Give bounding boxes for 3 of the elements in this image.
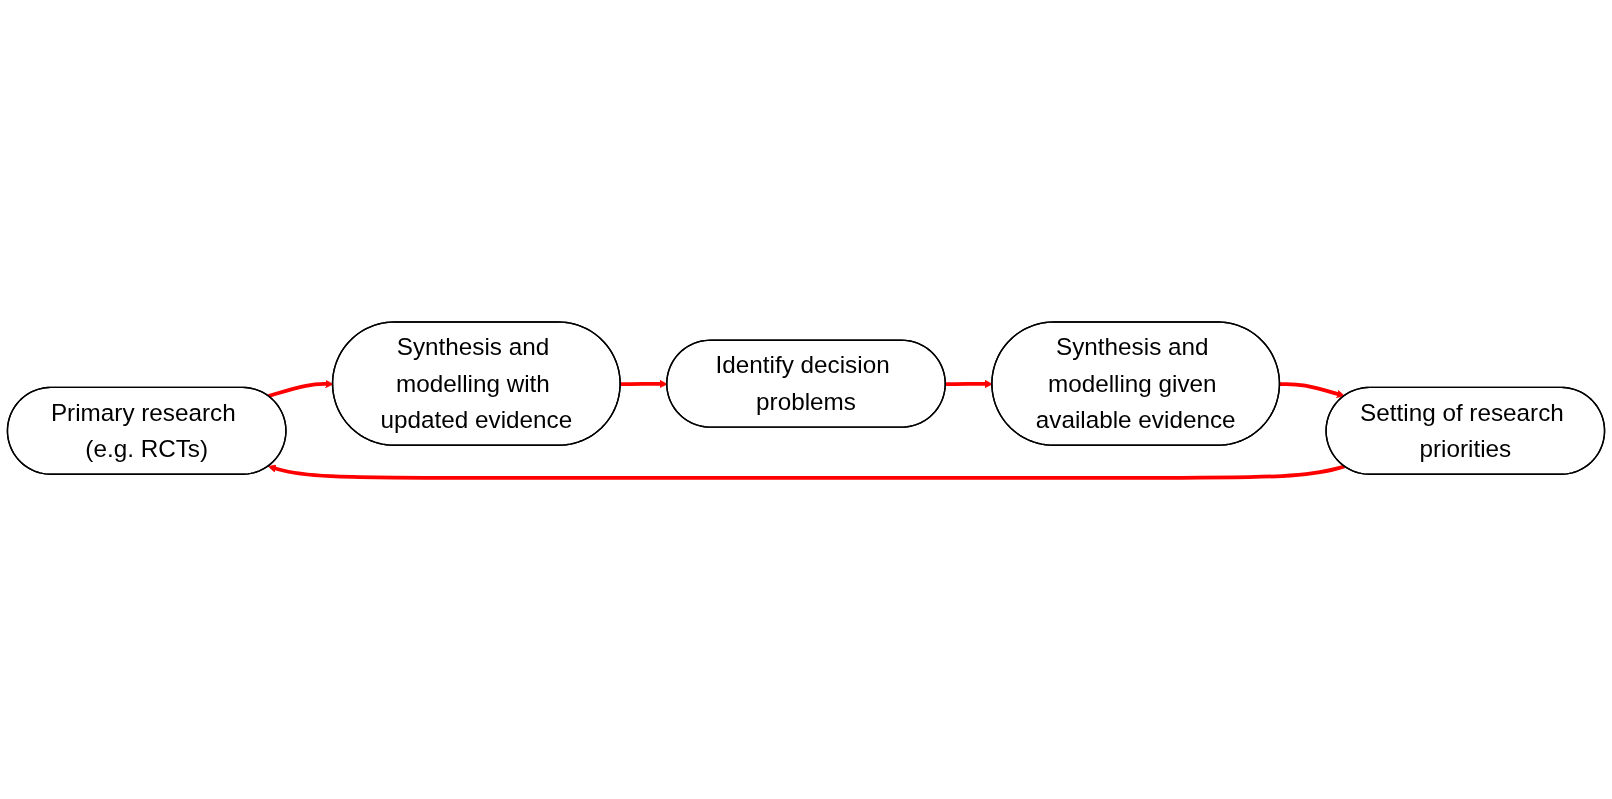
arrow <box>268 464 1345 480</box>
arrow <box>1279 381 1345 398</box>
cycle-diagram: Primary research (e.g. RCTs) Setting of research priorities Synthesis and modelling with updated evidence Synthesis and modelling given available evidence Identify decision problems <box>0 4 1612 795</box>
